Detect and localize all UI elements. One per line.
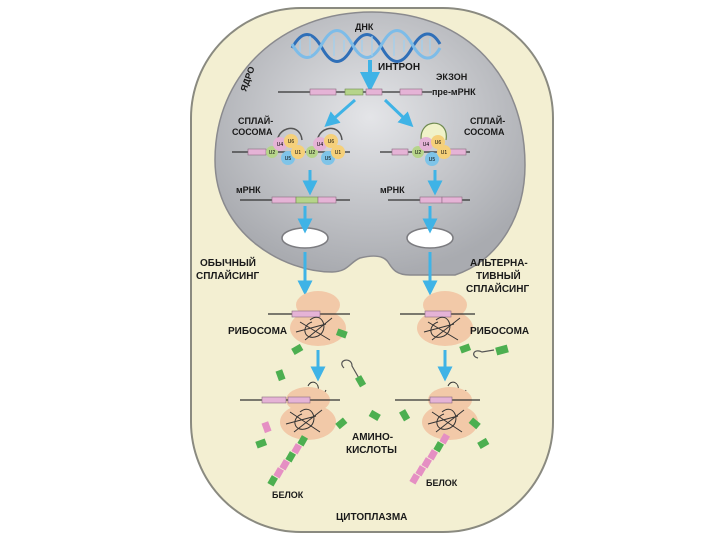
nuclear-pore-right	[406, 227, 454, 249]
normal-splicing-label-1: ОБЫЧНЫЙ	[200, 256, 256, 269]
mrna-right-strand	[388, 196, 470, 204]
snrnp-u5-label: U5	[285, 156, 292, 162]
ribosome-right-lower	[395, 381, 480, 440]
snrnp-u1-label: U1	[441, 150, 448, 156]
spliceosome-right: U4 U6 U5 U1 U2	[380, 122, 470, 166]
snrnp-u6-label: U6	[328, 139, 335, 145]
pre-mrna-label: пре-мРНК	[432, 87, 476, 97]
snrnp-u6-label: U6	[435, 140, 442, 146]
protein-right-label: БЕЛОК	[426, 478, 458, 488]
mrna-left-strand	[240, 196, 350, 204]
spliceosome-left-label-1: СПЛАЙ-	[238, 115, 273, 126]
alt-splicing-label-1: АЛЬТЕРНА-	[470, 258, 528, 269]
snrnp-u2-label: U2	[309, 150, 316, 156]
snrnp-u2-label: U2	[415, 150, 422, 156]
spliceosome-left-group: U4 U6 U5 U1 U2 U4 U6 U5 U1 U2	[232, 127, 350, 165]
ribosome-right-label: РИБОСОМА	[470, 326, 529, 337]
snrnp-u1-label: U1	[335, 150, 342, 156]
protein-chain-left	[267, 435, 308, 487]
ribosome-left-lower	[240, 381, 340, 440]
snrnp-u4-label: U4	[317, 142, 324, 148]
protein-chain-right	[409, 433, 450, 485]
ribosome-right-upper	[400, 291, 475, 346]
nuclear-pore-left	[281, 227, 329, 249]
arrow-to-left-spliceosome	[324, 98, 356, 127]
snrnp-u5-label: U5	[325, 156, 332, 162]
alt-splicing-label-3: СПЛАЙСИНГ	[466, 282, 529, 295]
spliceosome-left-label-2: СОСОМА	[232, 127, 273, 137]
exon-label: ЭКЗОН	[436, 72, 467, 82]
ribosome-left-upper	[268, 291, 350, 346]
intron-label: ИНТРОН	[378, 62, 420, 73]
nucleus	[214, 11, 526, 276]
snrnp-u4-label: U4	[277, 142, 284, 148]
snrnp-u6-label: U6	[288, 139, 295, 145]
alt-splicing-label-2: ТИВНЫЙ	[476, 269, 521, 282]
protein-left-label: БЕЛОК	[272, 490, 304, 500]
arrow-to-right-spliceosome	[383, 98, 414, 128]
spliceosome-right-label-1: СПЛАЙ-	[470, 115, 505, 126]
snrnp-u4-label: U4	[423, 142, 430, 148]
spliceosome-right-label-2: СОСОМА	[464, 127, 505, 137]
pre-mrna-strand	[278, 88, 432, 96]
dna-label: ДНК	[355, 22, 374, 32]
snrnp-u5-label: U5	[429, 157, 436, 163]
amino-acids-lower	[255, 409, 490, 449]
amino-acids-upper	[275, 328, 509, 388]
mrna-right-label: мРНК	[380, 185, 405, 195]
amino-acids-label-2: КИСЛОТЫ	[346, 445, 397, 456]
dna-helix	[290, 29, 442, 63]
snrnp-u1-label: U1	[295, 150, 302, 156]
snrnp-u2-label: U2	[269, 150, 276, 156]
ribosome-left-label: РИБОСОМА	[228, 326, 287, 337]
normal-splicing-label-2: СПЛАЙСИНГ	[196, 269, 259, 282]
cytoplasm-label: ЦИТОПЛАЗМА	[336, 512, 407, 523]
amino-acids-label-1: АМИНО-	[352, 432, 393, 443]
mrna-left-label: мРНК	[236, 185, 261, 195]
